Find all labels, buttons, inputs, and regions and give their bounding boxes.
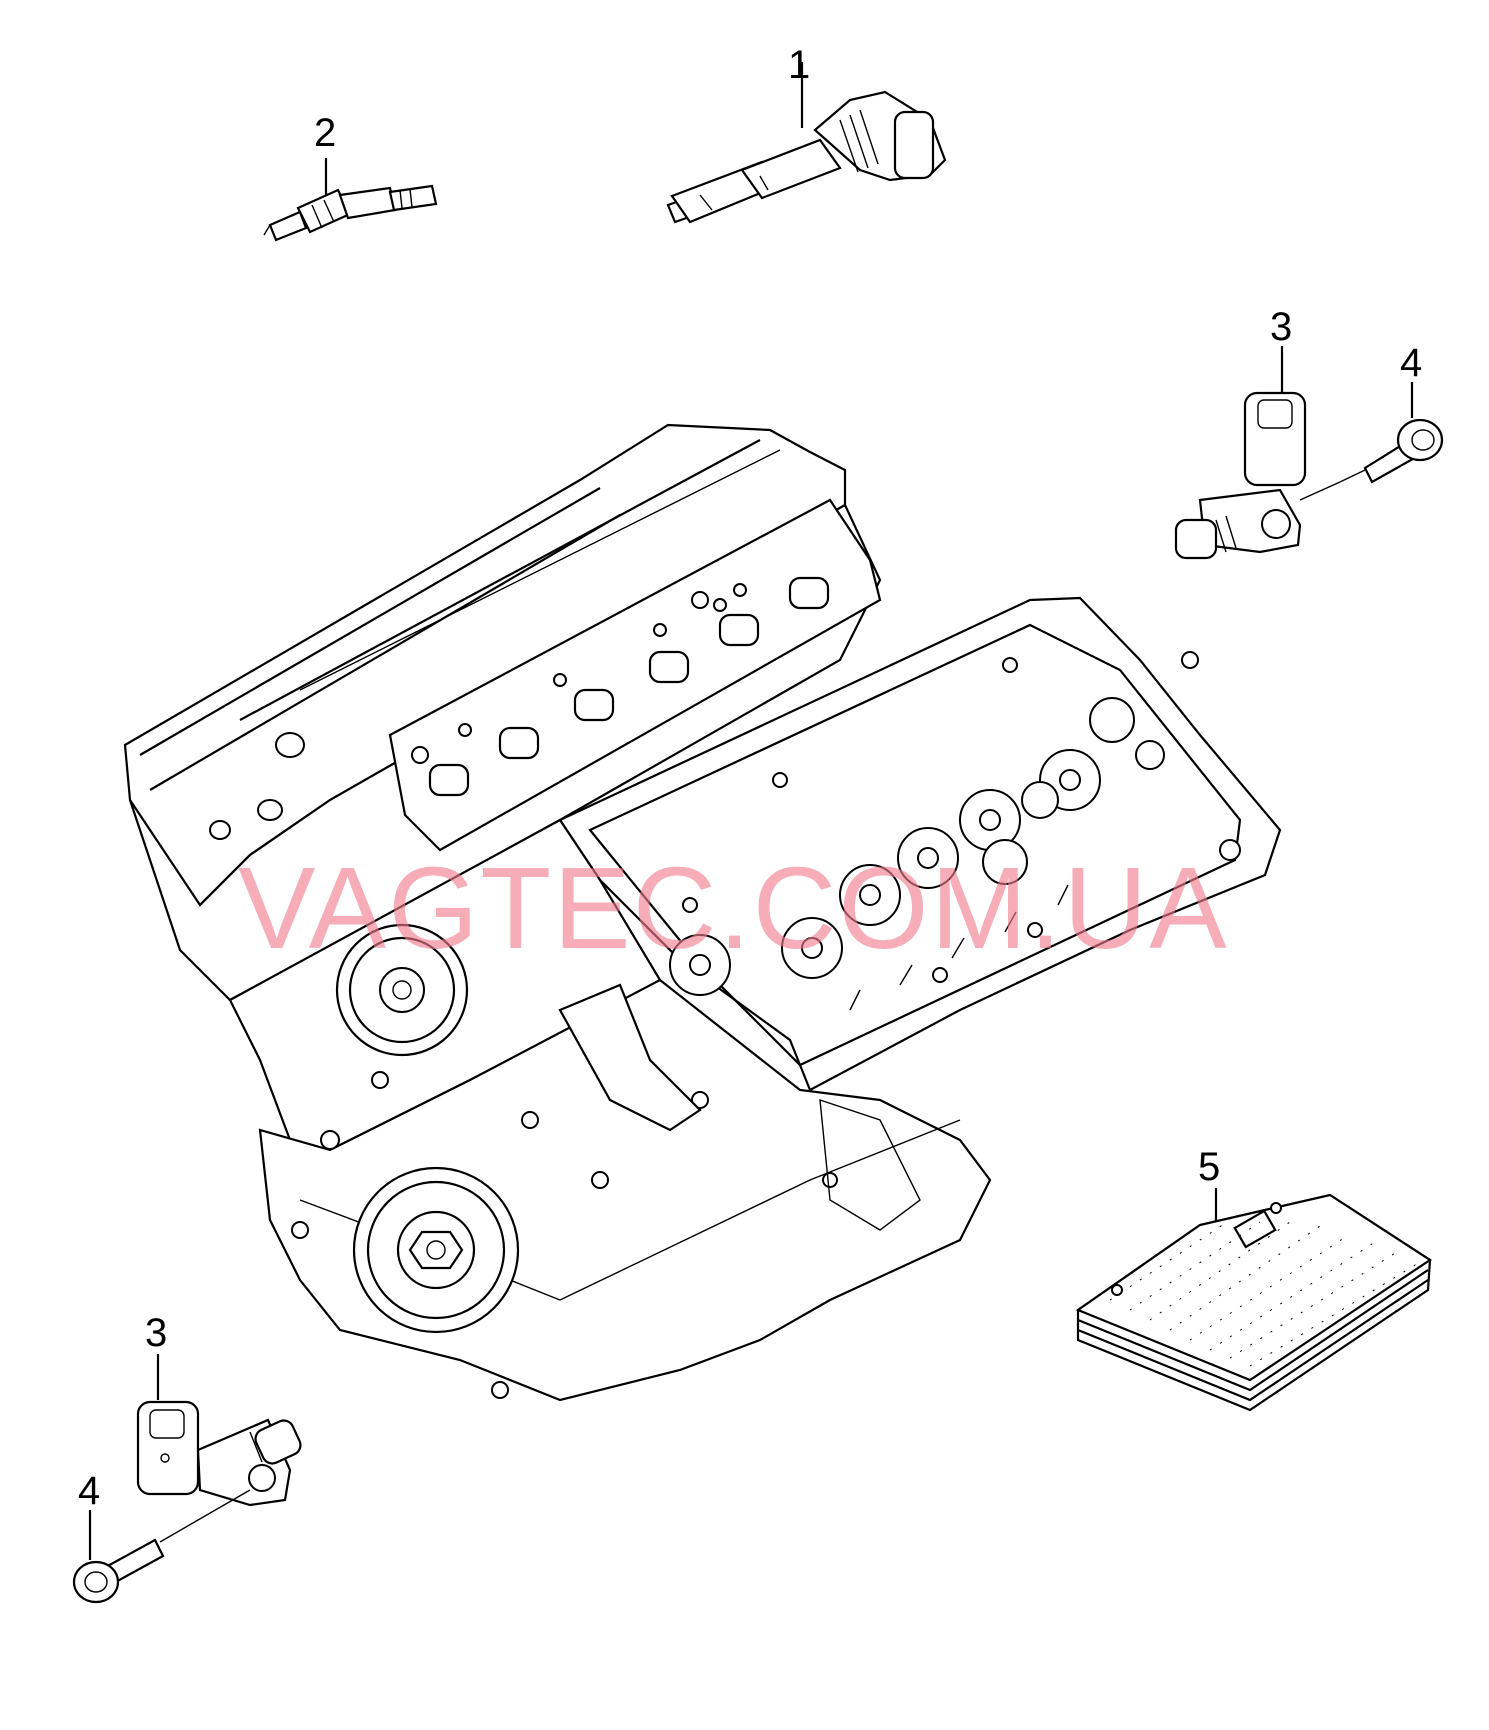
callout-2: 2	[314, 111, 336, 155]
ignition-coil[interactable]	[666, 62, 947, 224]
callout-3a: 3	[1270, 305, 1292, 349]
callout-4a: 4	[1400, 341, 1422, 385]
bolt-upper[interactable]	[1299, 382, 1444, 501]
spark-plug[interactable]	[263, 158, 438, 242]
callout-1: 1	[788, 43, 810, 87]
engine-block	[123, 423, 1282, 1402]
position-sensor-upper[interactable]	[1174, 346, 1307, 560]
callout-4b: 4	[78, 1469, 100, 1513]
callout-5: 5	[1198, 1145, 1220, 1189]
control-unit[interactable]	[1075, 1188, 1433, 1412]
position-sensor-lower[interactable]	[136, 1354, 304, 1507]
watermark: VAGTEC.COM.UA	[238, 843, 1229, 973]
bolt-lower[interactable]	[72, 1489, 251, 1604]
callout-3b: 3	[145, 1311, 167, 1355]
